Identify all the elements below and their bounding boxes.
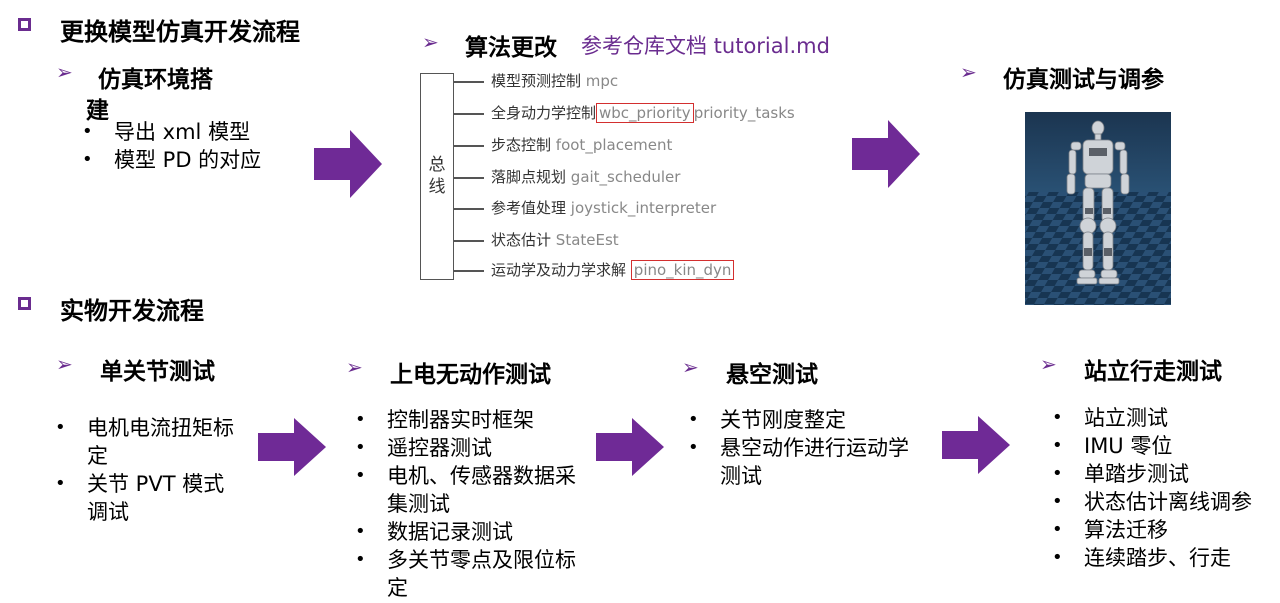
chevron-right-icon: ➢: [682, 355, 699, 379]
step-list-single-joint: 电机电流扭矩标定 关节 PVT 模式调试: [55, 414, 245, 526]
list-item: 站立测试: [1052, 404, 1278, 432]
chevron-right-icon: ➢: [56, 352, 73, 376]
step-list-suspended: 关节刚度整定 悬空动作进行运动学测试: [688, 406, 928, 490]
bus-label: 总 线: [428, 155, 446, 197]
bus-box: 总 线: [420, 73, 454, 280]
robot-simulation-image: [1025, 112, 1171, 305]
chevron-right-icon: ➢: [960, 60, 977, 84]
list-item: 算法迁移: [1052, 516, 1278, 544]
list-item: 状态估计离线调参: [1052, 488, 1278, 516]
right-arrow-icon: [942, 416, 1010, 474]
sim-env-title: 仿真环境搭: [98, 67, 213, 93]
list-item: 单踏步测试: [1052, 460, 1278, 488]
chevron-right-icon: ➢: [346, 355, 363, 379]
list-item: 控制器实时框架: [355, 406, 595, 434]
list-item: 模型 PD 的对应: [82, 146, 261, 174]
sim-test-title: 仿真测试与调参: [1003, 67, 1164, 93]
step-title-power-on: 上电无动作测试: [390, 362, 551, 388]
section-real-title: 实物开发流程: [60, 297, 204, 325]
highlight-box: pino_kin_dyn: [630, 260, 735, 280]
hollow-square-icon: [18, 297, 31, 310]
highlight-box: wbc_priority: [596, 103, 694, 123]
list-item: 悬空动作进行运动学测试: [688, 434, 928, 490]
list-item: 数据记录测试: [355, 518, 595, 546]
list-item: 电机、传感器数据采集测试: [355, 462, 595, 518]
step-list-stand-walk: 站立测试 IMU 零位 单踏步测试 状态估计离线调参 算法迁移 连续踏步、行走: [1052, 404, 1278, 572]
list-item: 关节 PVT 模式调试: [55, 470, 245, 526]
step-title-single-joint: 单关节测试: [100, 359, 215, 385]
right-arrow-icon: [258, 418, 326, 476]
algo-reference: 参考仓库文档 tutorial.md: [581, 34, 830, 58]
section-real-header: [18, 295, 31, 314]
hollow-square-icon: [18, 18, 31, 31]
section-sim-header: [18, 16, 31, 35]
list-item: 电机电流扭矩标定: [55, 414, 245, 470]
right-arrow-icon: [852, 120, 920, 188]
list-item: 连续踏步、行走: [1052, 544, 1278, 572]
chevron-right-icon: ➢: [422, 30, 439, 54]
step-title-suspended: 悬空测试: [726, 362, 818, 388]
right-arrow-icon: [596, 418, 664, 476]
list-item: 关节刚度整定: [688, 406, 928, 434]
sim-env-list: 导出 xml 模型 模型 PD 的对应: [82, 118, 261, 174]
list-item: 多关节零点及限位标定: [355, 546, 595, 602]
section-sim-title: 更换模型仿真开发流程: [60, 18, 300, 46]
right-arrow-icon: [314, 130, 382, 198]
chevron-right-icon: ➢: [56, 60, 73, 84]
step-title-stand-walk: 站立行走测试: [1084, 359, 1222, 385]
list-item: IMU 零位: [1052, 432, 1278, 460]
list-item: 遥控器测试: [355, 434, 595, 462]
algo-title: 算法更改: [465, 35, 557, 61]
chevron-right-icon: ➢: [1040, 352, 1057, 376]
step-list-power-on: 控制器实时框架 遥控器测试 电机、传感器数据采集测试 数据记录测试 多关节零点及…: [355, 406, 595, 602]
list-item: 导出 xml 模型: [82, 118, 261, 146]
